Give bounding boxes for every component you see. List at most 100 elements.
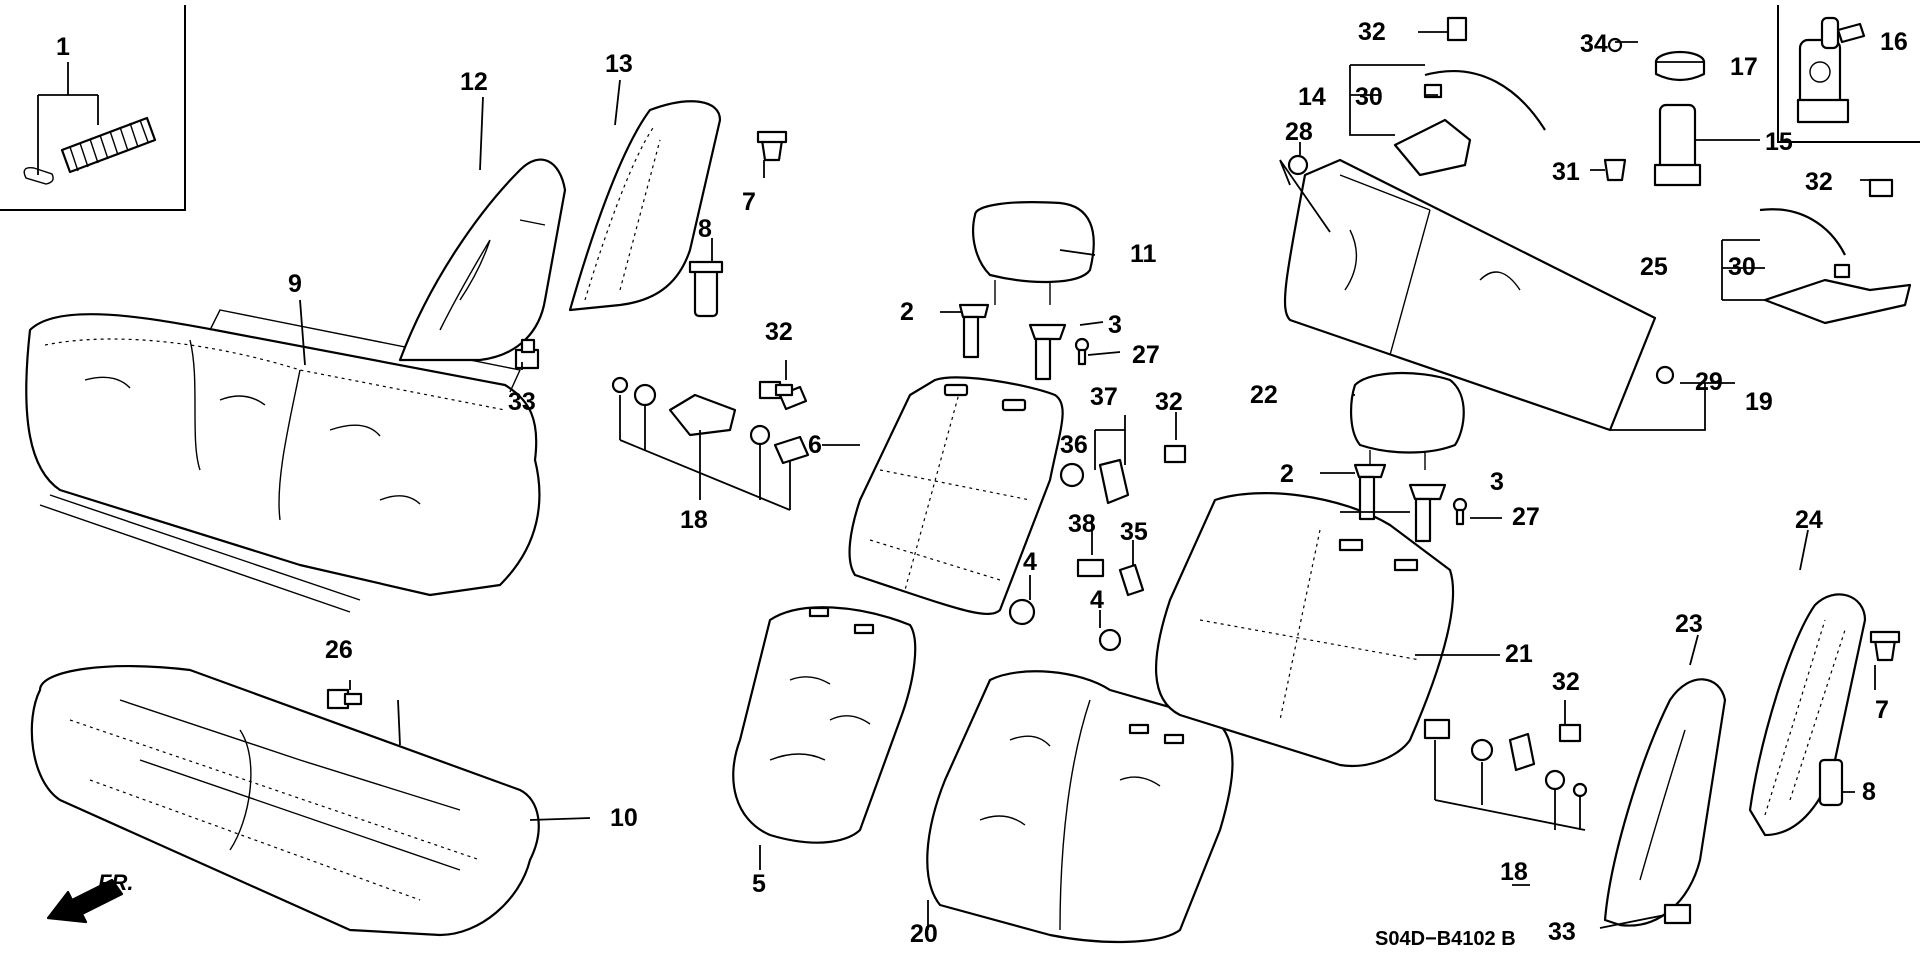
bolt-part-32-left (758, 380, 794, 400)
bolt-part-32-lower (1558, 723, 1582, 743)
callout-30: 30 (1355, 83, 1383, 111)
callout-11: 11 (1130, 240, 1157, 268)
clip-part-31 (1603, 158, 1627, 182)
callout-4: 4 (1023, 548, 1037, 576)
bolt-part-38 (1076, 558, 1105, 578)
pin-part-8-right (1818, 758, 1844, 807)
callout-28: 28 (1285, 118, 1313, 146)
front-direction-arrow: FR. (46, 870, 133, 924)
screw-part-27-top (1074, 337, 1090, 366)
callout-8: 8 (1862, 778, 1876, 806)
bolt-part-32-right (1868, 178, 1894, 198)
fastener-cluster-part-18 (611, 376, 810, 511)
callout-27: 27 (1132, 341, 1160, 369)
callout-5: 5 (752, 870, 766, 898)
callout-36: 36 (1060, 431, 1088, 459)
callout-6: 6 (808, 431, 822, 459)
callout-30: 30 (1728, 253, 1756, 281)
lock-assembly-part-25 (1759, 208, 1912, 325)
seatback-pad-part-6 (848, 376, 1064, 616)
clip-part-29 (1655, 365, 1675, 385)
callout-18: 18 (680, 506, 708, 534)
callout-4: 4 (1090, 586, 1104, 614)
cushion-cover-part-9 (25, 309, 541, 613)
callout-32: 32 (765, 318, 793, 346)
callout-13: 13 (605, 50, 633, 78)
callout-32: 32 (1805, 168, 1833, 196)
callout-9: 9 (288, 270, 302, 298)
headrest-guide-part-3-top (1028, 323, 1067, 381)
callout-31: 31 (1552, 158, 1580, 186)
clip-part-36 (1059, 462, 1085, 488)
callout-10: 10 (610, 804, 638, 832)
diagram-code: S04D−B4102 B (1375, 928, 1516, 950)
callout-32: 32 (1552, 668, 1580, 696)
key-cylinder-icon (1796, 16, 1866, 124)
bolt-part-26 (326, 688, 363, 710)
callout-27: 27 (1512, 503, 1540, 531)
callout-7: 7 (1875, 696, 1889, 724)
callout-12: 12 (460, 68, 488, 96)
callout-33: 33 (1548, 918, 1576, 946)
headrest-part-11 (972, 201, 1095, 305)
screw-part-34 (1607, 37, 1623, 53)
callout-14: 14 (1298, 83, 1326, 111)
leader-lines (299, 31, 1876, 930)
callout-35: 35 (1120, 518, 1148, 546)
bolt-part-33-right (1663, 903, 1692, 925)
hog-ring-icon (23, 167, 54, 185)
callout-19: 19 (1745, 388, 1773, 416)
clip-part-28 (1287, 154, 1309, 176)
lock-assembly-part-14 (1393, 70, 1546, 177)
bushing-part-4-right (1098, 628, 1122, 652)
callout-21: 21 (1505, 640, 1533, 668)
callout-37: 37 (1090, 383, 1118, 411)
headrest-guide-part-3-right (1408, 483, 1447, 543)
inset-box-hog-rings (0, 5, 186, 211)
bushing-part-4-left (1008, 598, 1036, 626)
callout-26: 26 (325, 636, 353, 664)
bracket-part-37 (1098, 458, 1130, 505)
callout-32: 32 (1358, 18, 1386, 46)
headrest-guide-part-2-right (1353, 463, 1387, 521)
callout-7: 7 (742, 188, 756, 216)
callout-38: 38 (1068, 510, 1096, 538)
callout-8: 8 (698, 215, 712, 243)
direction-label: FR. (98, 870, 133, 895)
callout-20: 20 (910, 920, 938, 948)
screw-part-27-right (1452, 497, 1468, 526)
callout-labels: 1 12 13 7 8 9 33 32 18 6 11 2 3 27 37 36… (56, 18, 1908, 948)
fastener-cluster-part-18-right (1423, 718, 1588, 831)
callout-17: 17 (1730, 53, 1758, 81)
bolt-part-32-mid (1163, 444, 1187, 464)
callout-34: 34 (1580, 30, 1608, 58)
callout-16: 16 (1880, 28, 1908, 56)
callout-1: 1 (56, 33, 70, 61)
headrest-guide-part-2-top (958, 303, 990, 359)
callout-18: 18 (1500, 858, 1528, 886)
callout-23: 23 (1675, 610, 1703, 638)
side-bolster-pad-part-24 (1748, 593, 1867, 837)
pin-part-8-top (688, 260, 724, 318)
callout-24: 24 (1795, 506, 1823, 534)
seatback-cover-part-20 (926, 670, 1234, 944)
callout-22: 22 (1250, 381, 1278, 409)
clip-part-7-right (1869, 630, 1901, 662)
rear-panel-part-19 (1283, 158, 1657, 432)
callout-25: 25 (1640, 253, 1668, 281)
callout-15: 15 (1765, 128, 1793, 156)
seatback-cover-part-5 (732, 606, 917, 844)
clip-part-7-top (756, 130, 788, 162)
callout-2: 2 (900, 298, 914, 326)
cushion-pad-part-10 (30, 664, 540, 937)
side-bolster-cover-part-23 (1603, 678, 1727, 927)
callout-3: 3 (1490, 468, 1504, 496)
side-bolster-pad-part-13 (568, 100, 722, 312)
inset-box-lock-cylinder (1777, 5, 1920, 143)
bezel-part-17 (1654, 50, 1706, 82)
callout-29: 29 (1695, 368, 1723, 396)
clip-part-35 (1118, 563, 1145, 597)
headrest-part-22 (1349, 371, 1465, 470)
callout-3: 3 (1108, 311, 1122, 339)
